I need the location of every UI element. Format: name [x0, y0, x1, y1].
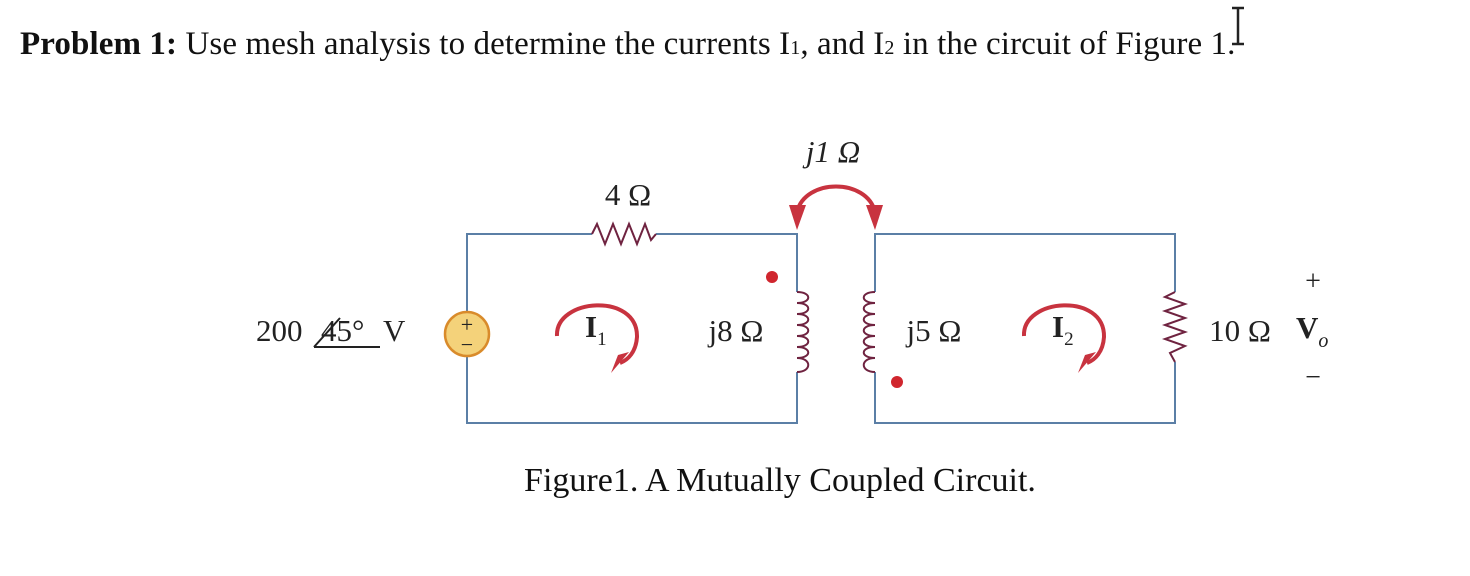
vo-minus: −: [1305, 362, 1321, 393]
label-4-ohm: 4 Ω: [605, 177, 651, 212]
source-unit: V: [383, 313, 406, 348]
problem-sub-2: 2: [884, 37, 895, 59]
resistor-10-ohm: [1161, 291, 1189, 363]
label-j1-ohm: j1 Ω: [802, 134, 860, 169]
problem-statement: Problem 1: Use mesh analysis to determin…: [20, 26, 1236, 63]
label-j8-ohm: j8 Ω: [708, 313, 764, 348]
inductor-left: [796, 291, 810, 373]
source-plus: +: [461, 312, 473, 337]
dot-right: [891, 376, 903, 388]
dot-left: [766, 271, 778, 283]
resistor-4-ohm: [591, 221, 657, 247]
circuit-wires: [466, 233, 1176, 424]
source-angle: 45°: [321, 313, 364, 348]
vo-plus: +: [1305, 266, 1321, 297]
vo-label: Vo: [1296, 310, 1328, 352]
figure-caption: Figure1. A Mutually Coupled Circuit.: [524, 462, 1036, 499]
problem-text-3: in the circuit of Figure 1.: [894, 26, 1236, 62]
mesh2-label: I2: [1052, 309, 1074, 350]
source-magnitude: 200: [256, 313, 303, 348]
problem-text-1: Use mesh analysis to determine the curre…: [177, 26, 791, 62]
angle-symbol: [313, 317, 380, 348]
source-minus: −: [461, 332, 473, 357]
inductor-right: [862, 291, 876, 373]
text-cursor-icon: [1232, 6, 1244, 46]
mesh-arrow-2: [1021, 303, 1107, 373]
mesh1-label: I1: [585, 309, 607, 350]
voltage-source: [443, 310, 491, 358]
problem-text-2: , and I: [800, 26, 885, 62]
label-10-ohm: 10 Ω: [1209, 313, 1271, 348]
label-j5-ohm: j5 Ω: [906, 313, 962, 348]
coupling-arrow: [789, 184, 883, 230]
mesh-arrow-1: [554, 303, 640, 373]
problem-sub-1: 1: [790, 37, 801, 59]
problem-label: Problem 1:: [20, 26, 178, 62]
